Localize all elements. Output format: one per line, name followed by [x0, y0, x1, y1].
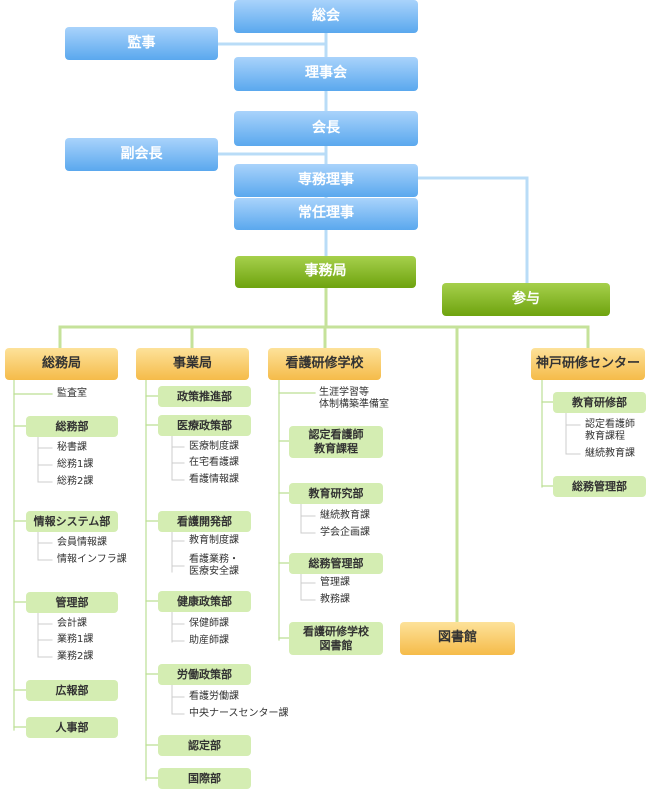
nursing-info-section: 看護情報課: [189, 474, 239, 485]
executive-director-box[interactable]: 専務理事: [234, 164, 418, 197]
info-infra-section: 情報インフラ課: [57, 554, 127, 565]
medical-policy-dept-box[interactable]: 医療政策部: [158, 415, 251, 436]
labor-policy-dept-box[interactable]: 労働政策部: [158, 664, 251, 685]
accounting-section: 会計課: [57, 618, 87, 629]
auditor-box[interactable]: 監事: [65, 27, 218, 60]
nursing-dev-dept-box[interactable]: 看護開発部: [158, 511, 251, 532]
vice-president-box[interactable]: 副会長: [65, 138, 218, 171]
counselor-box[interactable]: 参与: [442, 283, 610, 316]
nursing-labor-section: 看護労働課: [189, 691, 239, 702]
certified-nurse-course-box[interactable]: 認定看護師 教育課程: [289, 426, 383, 458]
kobe-continuing-education-section: 継続教育課: [585, 448, 635, 459]
education-training-dept-box[interactable]: 教育研修部: [553, 392, 646, 413]
lifelong-learning-prep-office: 生涯学習等 体制構築準備室: [319, 387, 389, 410]
board-box[interactable]: 理事会: [234, 57, 418, 91]
secretariat-box[interactable]: 事務局: [235, 256, 416, 288]
home-nursing-section: 在宅看護課: [189, 457, 239, 468]
certification-dept-box[interactable]: 認定部: [158, 735, 251, 756]
standing-director-box[interactable]: 常任理事: [234, 198, 418, 230]
general-section-2: 総務2課: [57, 476, 94, 487]
general-affairs-bureau[interactable]: 総務局: [5, 348, 118, 380]
business-section-2: 業務2課: [57, 651, 94, 662]
pr-dept-box[interactable]: 広報部: [26, 680, 118, 701]
health-policy-dept-box[interactable]: 健康政策部: [158, 591, 251, 612]
member-info-section: 会員情報課: [57, 537, 107, 548]
audit-room: 監査室: [57, 388, 87, 399]
public-health-nurse-section: 保健師課: [189, 618, 229, 629]
kobe-general-management-dept-box[interactable]: 総務管理部: [553, 476, 646, 497]
academic-affairs-section: 教務課: [320, 594, 350, 605]
midwife-section: 助産師課: [189, 635, 229, 646]
policy-promotion-dept-box[interactable]: 政策推進部: [158, 386, 251, 407]
secretary-section: 秘書課: [57, 442, 87, 453]
education-research-dept-box[interactable]: 教育研究部: [289, 483, 383, 504]
library-box[interactable]: 図書館: [400, 622, 515, 655]
central-nurse-center-section: 中央ナースセンター課: [189, 708, 289, 719]
info-systems-dept-box[interactable]: 情報システム部: [26, 511, 118, 532]
hr-dept-box[interactable]: 人事部: [26, 717, 118, 738]
business-bureau[interactable]: 事業局: [136, 348, 249, 380]
training-school-library-box[interactable]: 看護研修学校 図書館: [289, 622, 383, 655]
business-section-1: 業務1課: [57, 634, 94, 645]
general-management-dept-box[interactable]: 総務管理部: [289, 553, 383, 574]
international-dept-box[interactable]: 国際部: [158, 768, 251, 789]
continuing-education-section: 継続教育課: [320, 510, 370, 521]
general-assembly-box[interactable]: 総会: [234, 0, 418, 33]
general-section-1: 総務1課: [57, 459, 94, 470]
nursing-training-school[interactable]: 看護研修学校: [268, 348, 381, 380]
nursing-work-safety-section: 看護業務・ 医療安全課: [189, 554, 239, 577]
academic-planning-section: 学会企画課: [320, 527, 370, 538]
kobe-certified-nurse-course: 認定看護師 教育課程: [585, 419, 635, 442]
president-box[interactable]: 会長: [234, 111, 418, 146]
kobe-training-center[interactable]: 神戸研修センター: [531, 348, 645, 380]
management-dept-box[interactable]: 管理部: [26, 592, 118, 613]
management-section: 管理課: [320, 577, 350, 588]
general-dept-box[interactable]: 総務部: [26, 416, 118, 437]
education-system-section: 教育制度課: [189, 535, 239, 546]
medical-system-section: 医療制度課: [189, 441, 239, 452]
